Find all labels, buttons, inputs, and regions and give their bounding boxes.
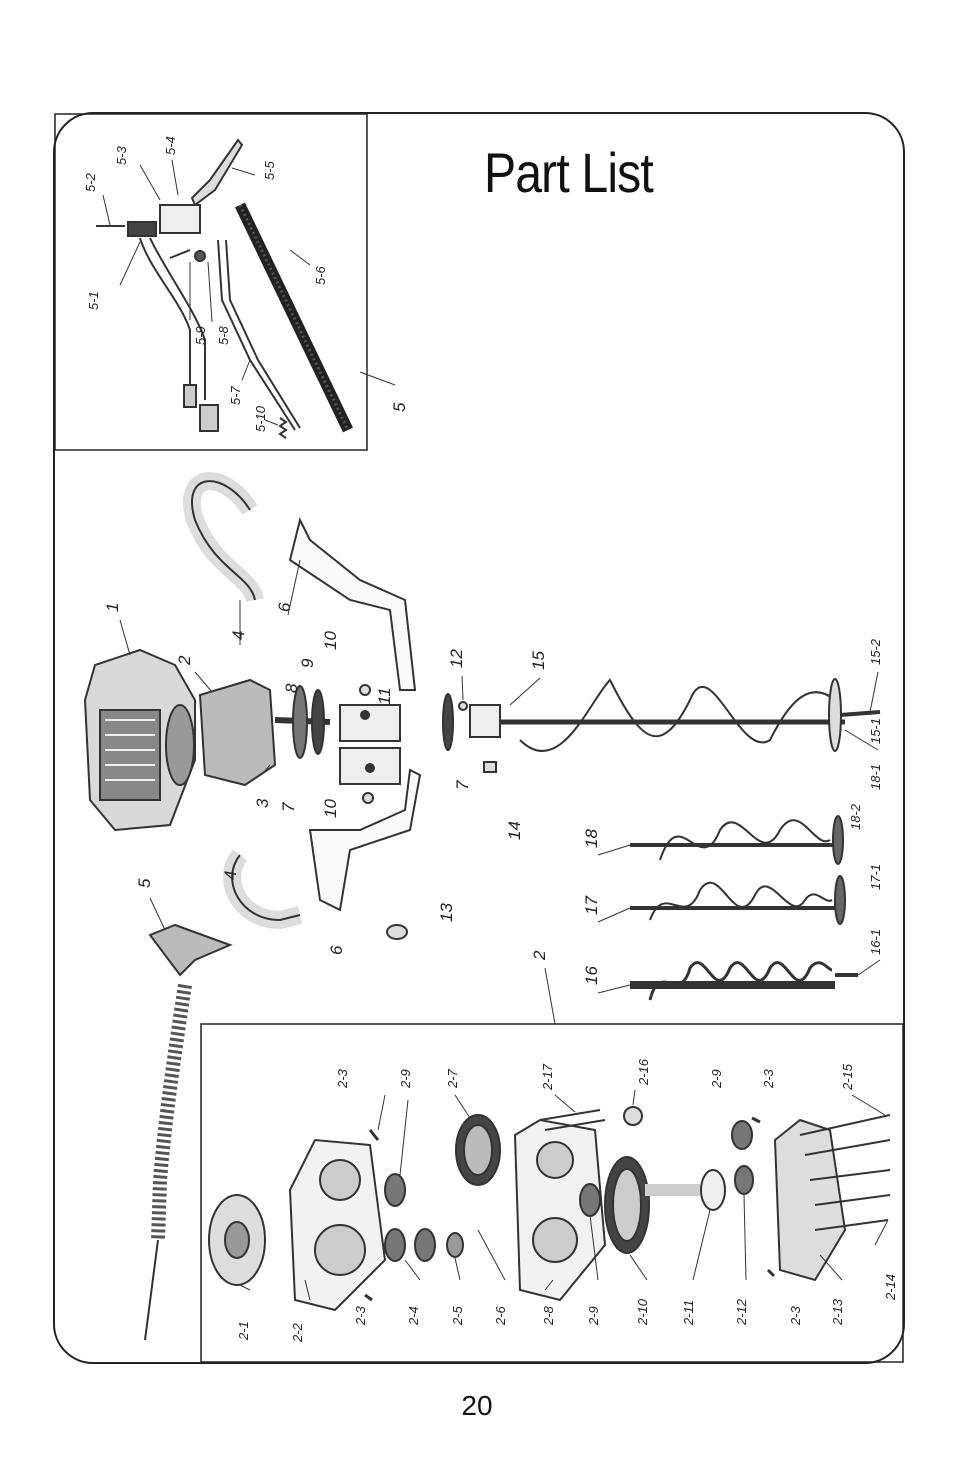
callout-7-right: 7 — [453, 780, 472, 790]
inset-box-gearbox — [200, 1023, 904, 1363]
callout-2-7: 2-7 — [445, 1068, 460, 1089]
grip-tube-drawing — [235, 202, 353, 433]
callout-17-1: 17-1 — [868, 864, 883, 890]
callout-5-6: 5-6 — [313, 265, 328, 285]
callout-18-1: 18-1 — [868, 764, 883, 790]
inset-box-throttle — [54, 113, 368, 451]
callout-11: 11 — [375, 687, 394, 705]
callout-8: 8 — [282, 683, 301, 693]
callout-5-5: 5-5 — [262, 160, 277, 180]
callout-2-5: 2-5 — [450, 1305, 465, 1326]
callout-2-8: 2-8 — [541, 1305, 556, 1326]
auger-bits-drawing — [630, 815, 858, 1001]
callout-16-1: 16-1 — [868, 929, 883, 955]
callout-3: 3 — [253, 798, 272, 808]
callout-2-10: 2-10 — [635, 1298, 650, 1326]
callout-2-main: 2 — [530, 950, 549, 961]
callout-4-bottom: 4 — [221, 871, 240, 880]
callout-5-1: 5-1 — [86, 291, 101, 310]
callout-1: 1 — [103, 603, 122, 612]
callout-2-1: 2-1 — [236, 1321, 251, 1341]
callout-5-10: 5-10 — [253, 405, 268, 432]
callout-10-bottom: 10 — [321, 799, 340, 818]
callout-2-2: 2-2 — [290, 1322, 305, 1343]
callout-16: 16 — [582, 966, 601, 985]
callout-2-3-a: 2-3 — [335, 1068, 350, 1089]
throttle-cable-drawing — [144, 923, 233, 1341]
callout-15-1: 15-1 — [868, 718, 883, 744]
callout-5-4: 5-4 — [163, 136, 178, 155]
callout-2-17: 2-17 — [540, 1063, 555, 1091]
callout-13: 13 — [437, 903, 456, 922]
callout-2-9-b: 2-9 — [586, 1306, 601, 1326]
callout-2-4: 2-4 — [406, 1306, 421, 1326]
page-number: 20 — [461, 1390, 493, 1421]
callout-6-bottom: 6 — [327, 945, 346, 955]
engine-drawing — [83, 648, 454, 832]
main-auger-drawing — [469, 678, 881, 752]
callout-18: 18 — [582, 829, 601, 848]
callout-5-3: 5-3 — [114, 145, 129, 165]
callout-5-7: 5-7 — [228, 385, 243, 405]
callout-2-13: 2-13 — [830, 1298, 845, 1326]
callout-2-3-c: 2-3 — [761, 1068, 776, 1089]
callout-2-15: 2-15 — [840, 1063, 855, 1091]
throttle-assembly-drawing — [96, 138, 301, 439]
callout-2-16: 2-16 — [636, 1058, 651, 1086]
callout-18-2: 18-2 — [848, 803, 863, 830]
callout-4-top: 4 — [229, 631, 248, 640]
callout-14: 14 — [505, 821, 524, 840]
callout-9: 9 — [298, 658, 317, 668]
page-frame — [53, 112, 905, 1364]
callout-2-12: 2-12 — [734, 1298, 749, 1326]
callout-15-2: 15-2 — [868, 638, 883, 665]
callout-10-top: 10 — [321, 631, 340, 650]
callout-7-left: 7 — [279, 802, 298, 812]
callout-2-9-a: 2-9 — [398, 1069, 413, 1089]
callout-2-3-d: 2-3 — [788, 1305, 803, 1326]
callout-5-8: 5-8 — [216, 325, 231, 345]
page-title: Part List — [484, 141, 654, 204]
callout-12: 12 — [447, 649, 466, 668]
callout-2-6: 2-6 — [493, 1305, 508, 1326]
callout-2-11: 2-11 — [681, 1300, 696, 1326]
callout-6-top: 6 — [275, 602, 294, 612]
callout-5-2: 5-2 — [83, 172, 98, 192]
fasteners-drawing — [359, 684, 497, 940]
callout-2-gearbox: 2 — [175, 655, 194, 666]
callout-5: 5 — [135, 878, 154, 888]
callout-5-9: 5-9 — [193, 326, 208, 345]
callout-5-inset: 5 — [390, 402, 409, 412]
handle-frames-drawing — [183, 472, 422, 930]
callout-15: 15 — [529, 651, 548, 670]
callout-2-3-b: 2-3 — [353, 1305, 368, 1326]
callout-17: 17 — [582, 896, 601, 915]
callout-2-14: 2-14 — [883, 1274, 898, 1301]
callout-2-9-c: 2-9 — [709, 1069, 724, 1089]
gearbox-parts-drawing — [208, 1106, 891, 1312]
